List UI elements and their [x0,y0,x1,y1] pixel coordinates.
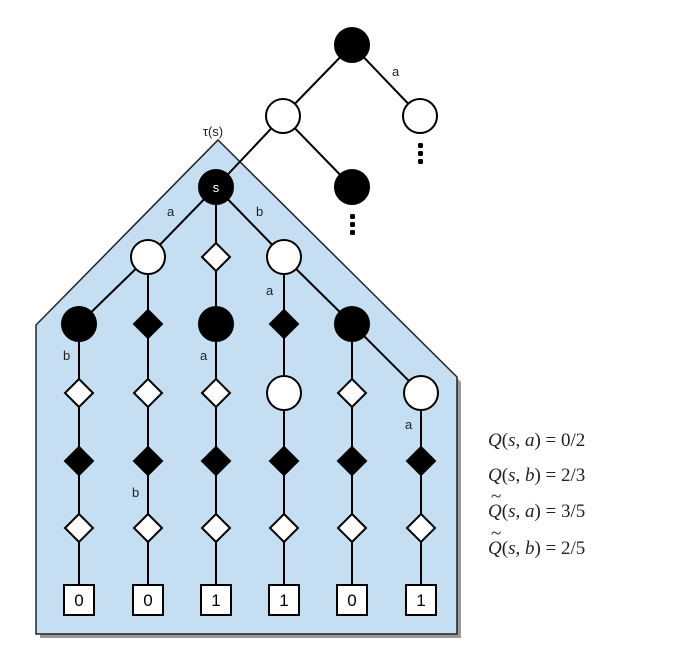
continuation-dots-middle [350,214,355,235]
top-black-node [334,27,370,63]
black-diamond-node [336,445,368,477]
leaf-value: 1 [211,591,220,610]
leaf-box: 1 [200,584,232,616]
equations: Q(s, a) = 0/2Q(s, b) = 2/3Q(s, a) = 3/5~… [488,430,585,559]
leaf-box: 0 [63,584,95,616]
black-diamond-node [63,445,95,477]
black-diamond-node [132,445,164,477]
black-node [61,306,97,342]
black-diamond-node [200,445,232,477]
white-diamond-node [63,512,95,544]
leaf-box: 1 [268,584,300,616]
edge-label-a: a [392,64,400,79]
white-diamond-node [200,512,232,544]
black-node [334,306,370,342]
edge-label-b: b [132,485,139,500]
leaf-value: 1 [416,591,425,610]
upper-white-node-left [265,98,301,134]
equation-q-tilde-s-a: Q(s, a) = 3/5 [488,501,585,522]
edge-label-a: a [266,283,274,298]
upper-black-node [334,169,370,205]
continuation-dots-right [418,143,423,164]
white-node [266,239,302,275]
white-diamond-node [63,377,95,409]
white-node [130,239,166,275]
leaf-value: 0 [143,591,152,610]
tilde-mark: ~ [491,523,501,544]
black-node [198,306,234,342]
edge-label-b: b [63,348,70,363]
white-node [266,375,302,411]
tau-label: τ(s) [203,124,223,139]
white-diamond-node [132,377,164,409]
leaf-box: 0 [132,584,164,616]
equation-q-s-a: Q(s, a) = 0/2 [488,430,585,451]
white-diamond-node [336,512,368,544]
white-diamond-node [336,377,368,409]
tilde-mark: ~ [491,486,501,507]
edge-label-a: a [200,348,208,363]
white-diamond-node [405,512,437,544]
equation-q-tilde-s-b: Q(s, b) = 2/5 [488,538,585,559]
leaf-value: 0 [74,591,83,610]
white-node [403,375,439,411]
edge-label-a: a [167,204,175,219]
equation-q-s-b: Q(s, b) = 2/3 [488,465,585,486]
leaf-box: 0 [336,584,368,616]
root-s-node [198,169,234,205]
edge-label-a: a [405,417,413,432]
edge-label-b: b [256,204,263,219]
white-diamond-node [200,241,232,273]
leaf-value: 1 [279,591,288,610]
leaf-box: 1 [405,584,437,616]
tau-region [35,138,458,635]
white-diamond-node [268,512,300,544]
black-diamond-node [268,445,300,477]
root-s-label: s [213,180,220,195]
white-diamond-node [200,377,232,409]
black-diamond-node [268,308,300,340]
black-diamond-node [405,445,437,477]
upper-white-node-right [402,98,438,134]
leaf-value: 0 [347,591,356,610]
black-diamond-node [132,308,164,340]
white-diamond-node [132,512,164,544]
